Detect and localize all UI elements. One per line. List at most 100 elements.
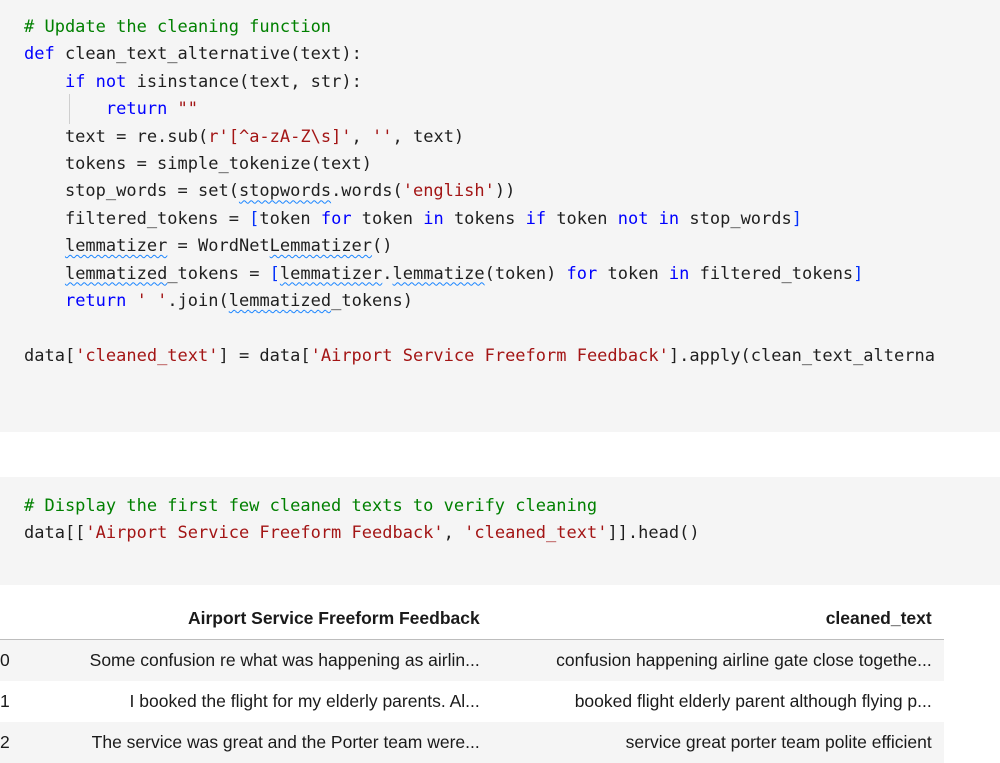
code-line[interactable]: if not isinstance(text, str): — [24, 69, 935, 96]
output-table-header: Airport Service Freeform Feedback cleane… — [0, 598, 944, 640]
code-string: ' ' — [136, 290, 168, 311]
column-header-cleaned-text: cleaned_text — [491, 598, 944, 640]
code-token: token — [361, 208, 424, 229]
row-index: 1 — [0, 691, 10, 711]
code-token: stopwords — [238, 181, 332, 202]
code-line[interactable]: filtered_tokens = [token for token in to… — [24, 206, 935, 233]
code-token: ( — [290, 44, 301, 65]
code-line[interactable]: tokens = simple_tokenize(text) — [24, 151, 935, 178]
feedback-cell: I booked the flight for my elderly paren… — [129, 691, 480, 711]
code-keyword: for — [320, 208, 362, 229]
code-token: ].apply(clean_text_alterna — [668, 345, 935, 366]
table-row: 1 I booked the flight for my elderly par… — [0, 681, 944, 722]
code-token: = WordNet — [167, 236, 270, 257]
code-token: lemmatized — [64, 263, 168, 284]
code-token: ] — [791, 208, 802, 229]
code-token: _tokens = — [167, 263, 270, 284]
code-token: lemmatizer — [279, 263, 383, 284]
code-token — [24, 291, 65, 311]
code-token: lemmatizer — [64, 236, 168, 257]
code-editor-1[interactable]: # Update the cleaning function def clean_… — [24, 14, 935, 370]
output-table: Airport Service Freeform Feedback cleane… — [0, 598, 944, 763]
code-comment: # Update the cleaning function — [24, 17, 332, 37]
table-row: 2 The service was great and the Porter t… — [0, 722, 944, 763]
code-string: 'Airport Service Freeform Feedback' — [310, 345, 669, 366]
index-header — [0, 598, 18, 640]
code-comment: # Display the first few cleaned texts to… — [24, 496, 598, 516]
code-cell-1[interactable]: # Update the cleaning function def clean_… — [0, 0, 1000, 432]
feedback-cell: The service was great and the Porter tea… — [91, 732, 480, 752]
code-token: tokens = simple_tokenize(text) — [24, 153, 372, 174]
row-index: 2 — [0, 732, 10, 752]
code-token: lemmatized — [228, 290, 332, 311]
code-token: . — [382, 263, 393, 284]
cleaned-text-cell: service great porter team polite efficie… — [625, 732, 932, 752]
code-token — [24, 99, 106, 119]
code-keyword: not — [95, 71, 137, 92]
code-keyword: if — [64, 71, 96, 92]
code-cell-2[interactable]: # Display the first few cleaned texts to… — [0, 477, 1000, 585]
code-token: () — [372, 236, 393, 257]
code-string: "" — [177, 99, 199, 120]
code-string: 'Airport Service Freeform Feedback' — [85, 523, 444, 544]
code-token: ] = data[ — [218, 345, 311, 366]
code-token: text = re.sub — [24, 126, 198, 147]
code-token: data[[ — [24, 523, 86, 544]
code-token: .words( — [331, 181, 403, 202]
code-token: _tokens) — [331, 290, 413, 311]
code-token: text — [249, 71, 291, 92]
code-line[interactable]: stop_words = set(stopwords.words('englis… — [24, 178, 935, 205]
code-line[interactable]: # Update the cleaning function — [24, 14, 935, 41]
code-line[interactable]: data[['Airport Service Freeform Feedback… — [24, 520, 700, 547]
code-line[interactable]: lemmatizer = WordNetLemmatizer() — [24, 233, 935, 260]
code-token: (token) — [484, 263, 567, 284]
code-token: , str): — [290, 71, 362, 92]
code-token: .join( — [167, 290, 229, 311]
code-keyword: return — [105, 99, 178, 120]
cleaned-text-cell: confusion happening airline gate close t… — [556, 650, 932, 670]
code-token: lemmatize — [392, 263, 485, 284]
code-keyword: not in — [617, 208, 690, 229]
code-line[interactable]: return ' '.join(lemmatized_tokens) — [24, 288, 935, 315]
code-token: , text) — [392, 126, 465, 147]
code-token: ): — [341, 44, 362, 65]
code-token: filtered_tokens — [699, 263, 854, 284]
code-keyword: for — [566, 263, 608, 284]
code-editor-2[interactable]: # Display the first few cleaned texts to… — [24, 493, 700, 548]
code-token: isinstance — [136, 71, 239, 92]
code-line[interactable]: return "" — [24, 96, 935, 123]
code-token: , — [351, 126, 373, 147]
code-token: stop_words — [689, 208, 792, 229]
code-token: ] — [853, 263, 864, 284]
code-line[interactable]: text = re.sub(r'[^a-zA-Z\s]', '', text) — [24, 124, 935, 151]
code-string: '' — [372, 126, 393, 147]
code-token: ( — [238, 71, 250, 92]
code-line[interactable]: def clean_text_alternative(text): — [24, 41, 935, 68]
code-line[interactable] — [24, 315, 935, 342]
code-token: token — [556, 208, 618, 229]
feedback-cell: Some confusion re what was happening as … — [89, 650, 480, 670]
code-line[interactable]: data['cleaned_text'] = data['Airport Ser… — [24, 343, 935, 370]
code-token: token — [259, 208, 321, 229]
code-token: token — [607, 263, 669, 284]
code-keyword: return — [64, 290, 137, 311]
code-token: ( — [198, 126, 209, 147]
code-line[interactable]: # Display the first few cleaned texts to… — [24, 493, 700, 520]
code-token: Lemmatizer — [269, 236, 373, 257]
column-header-feedback: Airport Service Freeform Feedback — [17, 598, 492, 640]
code-string: 'english' — [402, 181, 495, 202]
code-token: tokens — [453, 208, 526, 229]
code-keyword: in — [423, 208, 454, 229]
code-token: [ — [269, 263, 280, 284]
cleaned-text-cell: booked flight elderly parent although fl… — [574, 691, 932, 711]
code-token: clean_text_alternative — [64, 44, 291, 65]
code-token: stop_words = set( — [24, 181, 239, 202]
code-keyword: def — [24, 44, 65, 65]
code-token: , — [443, 523, 465, 544]
code-token: text — [300, 44, 342, 65]
code-line[interactable]: lemmatized_tokens = [lemmatizer.lemmatiz… — [24, 261, 935, 288]
code-keyword: if — [525, 208, 557, 229]
code-token — [24, 264, 65, 284]
code-token: filtered_tokens = — [24, 208, 250, 229]
code-token: ]].head() — [607, 523, 700, 544]
